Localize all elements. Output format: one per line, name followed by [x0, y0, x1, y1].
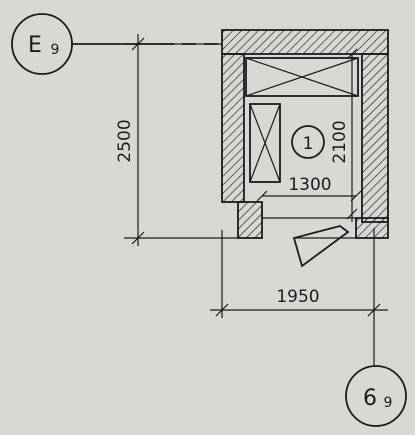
wall-bottom-left [237, 201, 263, 239]
dim-inner-height [346, 48, 358, 222]
room-number-bubble: 1 [291, 125, 325, 159]
dim-inner-width [256, 190, 362, 202]
cabinet-box [249, 103, 281, 183]
dim-overall-height-label: 2500 [115, 119, 135, 162]
wall-left [221, 53, 245, 203]
axis-sub-6: 9 [384, 395, 393, 411]
dim-overall-height [124, 34, 238, 246]
dim-overall-width [210, 230, 388, 318]
axis-letter-6: 6 [363, 386, 377, 411]
dim-inner-width-label: 1300 [288, 175, 331, 195]
axis-bubble-e9: E 9 [11, 13, 73, 75]
axis-letter-e: E [28, 33, 42, 58]
walls [221, 29, 389, 239]
dim-overall-width-label: 1950 [276, 287, 319, 307]
shaft-box [245, 57, 359, 97]
wall-right [361, 53, 389, 223]
axis-sub-e: 9 [51, 42, 60, 58]
wall-bottom-right [355, 217, 389, 239]
axis-bubble-69: 6 9 [345, 365, 407, 427]
room-number: 1 [303, 134, 314, 154]
dim-inner-height-label: 2100 [330, 120, 350, 163]
door [292, 225, 356, 268]
wall-top [221, 29, 389, 55]
